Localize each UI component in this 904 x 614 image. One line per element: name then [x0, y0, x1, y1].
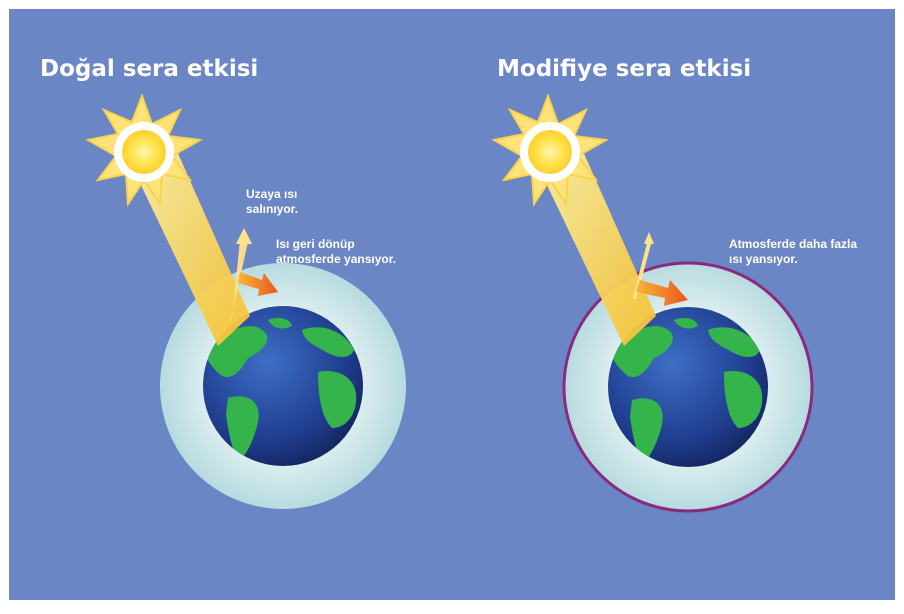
label-line: Uzaya ısı — [246, 187, 298, 201]
label-heat-reflected: Isı geri dönüp atmosferde yansıyor. — [276, 237, 446, 267]
label-more-heat-reflected: Atmosferde daha fazla ısı yansıyor. — [729, 237, 889, 267]
label-line: Atmosferde daha fazla — [729, 237, 858, 251]
right-panel — [491, 93, 814, 513]
heat-arrow-icon — [636, 280, 688, 306]
right-panel-title: Modifiye sera etkisi — [497, 56, 752, 82]
earth-globe-icon — [608, 307, 768, 467]
space-beam-right — [633, 243, 651, 300]
earth-globe-icon — [203, 306, 363, 466]
heat-arrow-icon — [238, 272, 278, 296]
label-line: salınıyor. — [246, 202, 299, 216]
label-line: Isı geri dönüp — [276, 237, 355, 251]
space-arrow-left — [236, 228, 252, 244]
sun-icon — [85, 93, 204, 208]
space-arrow-right — [644, 232, 654, 244]
label-heat-to-space: Uzaya ısı salınıyor. — [246, 187, 396, 217]
label-line: atmosferde yansıyor. — [276, 252, 397, 266]
sun-icon — [491, 93, 610, 208]
left-panel — [85, 93, 406, 509]
label-line: ısı yansıyor. — [729, 252, 798, 266]
left-panel-title: Doğal sera etkisi — [40, 56, 259, 82]
